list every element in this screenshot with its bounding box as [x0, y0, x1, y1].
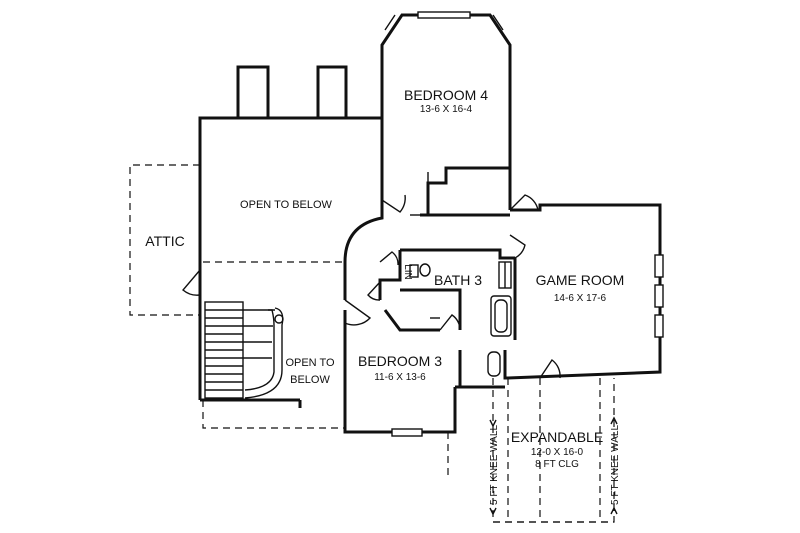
stair: [204, 301, 284, 399]
bedroom4-size: 13-6 X 16-4: [420, 104, 473, 115]
knee-wall-right-arrow: [610, 416, 618, 425]
knee-wall-left-arrow: [489, 419, 497, 428]
dashed-outlines: [129, 164, 615, 523]
linen-closet-label: LIN: [402, 264, 413, 280]
open-to-below-upper: OPEN TO BELOW: [240, 199, 333, 211]
knee-wall-annotations: 5 FT KNEE WALL 5 FT KNEE WALL: [489, 416, 621, 516]
open-to-below-lower-line2: BELOW: [290, 374, 330, 386]
bath3-name: BATH 3: [434, 272, 482, 288]
knee-wall-right-label: 5 FT KNEE WALL: [610, 425, 621, 505]
bedroom3-name: BEDROOM 3: [358, 353, 442, 369]
expandable-ceiling: 8 FT CLG: [535, 459, 579, 470]
room-labels: BEDROOM 4 13-6 X 16-4 OPEN TO BELOW ATTI…: [145, 87, 624, 470]
game-room-size: 14-6 X 17-6: [554, 293, 607, 304]
walls: [198, 13, 662, 434]
doors: [182, 172, 561, 379]
expandable-size: 12-0 X 16-0: [531, 447, 584, 458]
bedroom4-name: BEDROOM 4: [404, 87, 488, 103]
expandable-name: EXPANDABLE: [511, 429, 603, 445]
knee-wall-left-arrow-2: [489, 507, 497, 516]
knee-wall-right-arrow-2: [610, 506, 618, 515]
game-room-name: GAME ROOM: [536, 272, 625, 288]
attic-label: ATTIC: [145, 233, 184, 249]
fixtures: [409, 261, 512, 377]
knee-wall-left-label: 5 FT KNEE WALL: [489, 425, 500, 505]
windows: [384, 11, 664, 437]
open-to-below-lower-line1: OPEN TO: [285, 357, 335, 369]
bedroom3-size: 11-6 X 13-6: [374, 372, 426, 383]
